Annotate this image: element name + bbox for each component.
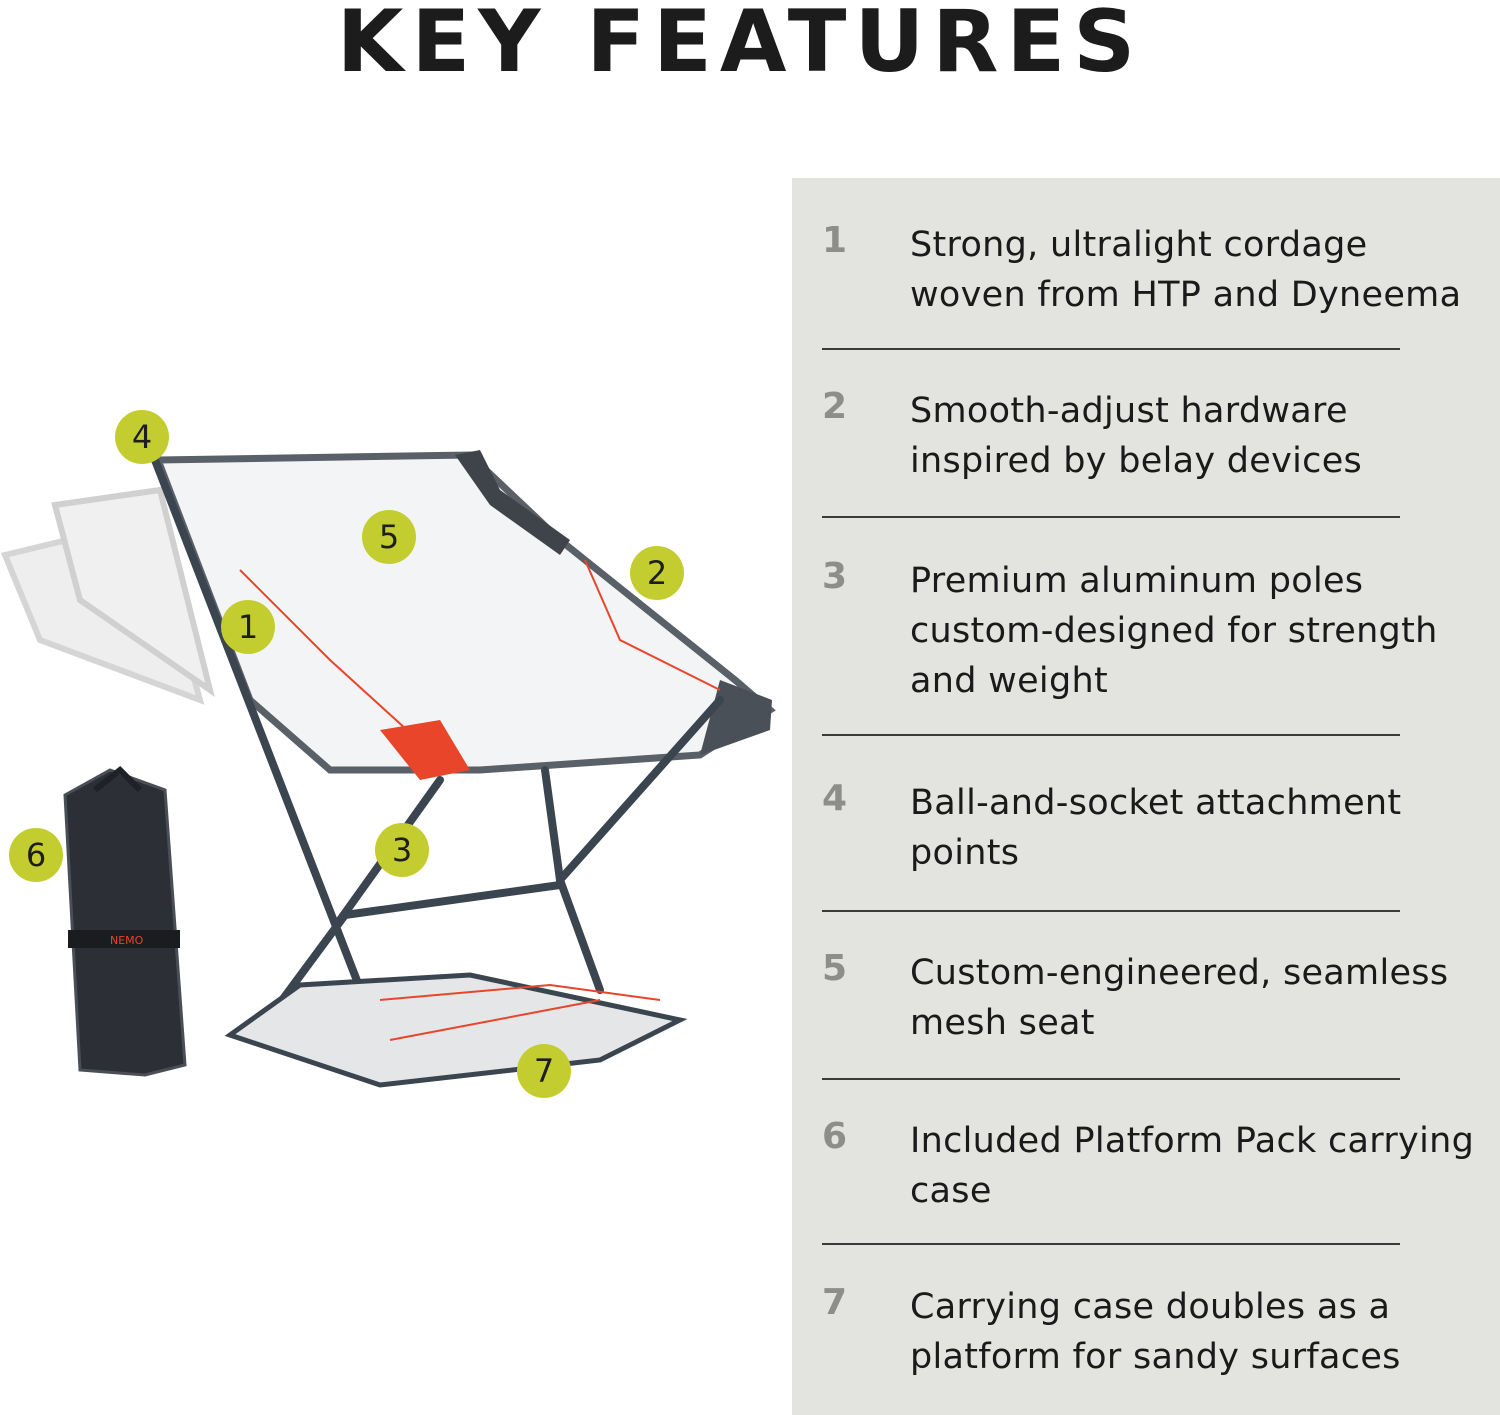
feature-number: 5 <box>822 948 848 989</box>
callout-4: 4 <box>115 410 169 464</box>
callout-7: 7 <box>517 1044 571 1098</box>
feature-number: 7 <box>822 1282 848 1323</box>
divider <box>822 910 1400 912</box>
feature-number: 3 <box>822 556 848 597</box>
divider <box>822 734 1400 736</box>
divider <box>822 516 1400 518</box>
divider <box>822 1078 1400 1080</box>
feature-number: 2 <box>822 386 848 427</box>
callout-2: 2 <box>630 546 684 600</box>
bag-logo: NEMO <box>110 934 144 947</box>
feature-number: 1 <box>822 220 848 261</box>
divider <box>822 348 1400 350</box>
chair-image: NEMO <box>0 450 776 1088</box>
feature-number: 6 <box>822 1116 848 1157</box>
divider <box>822 1243 1400 1245</box>
callout-6: 6 <box>9 828 63 882</box>
chair-illustration: NEMO <box>0 380 790 1120</box>
callout-5: 5 <box>362 510 416 564</box>
callout-3: 3 <box>375 823 429 877</box>
feature-number: 4 <box>822 778 848 819</box>
callout-1: 1 <box>221 600 275 654</box>
page-title: KEY FEATURES <box>336 0 1144 92</box>
